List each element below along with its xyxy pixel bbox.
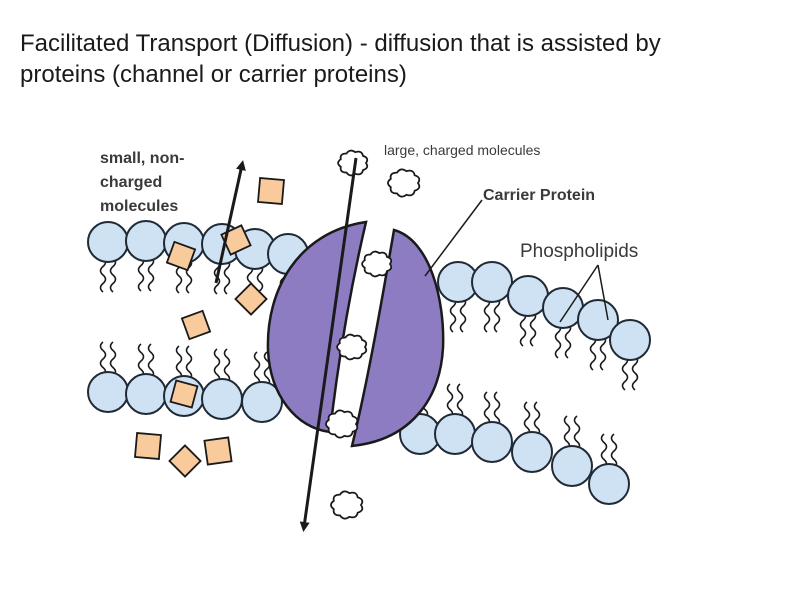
lipid-tail — [185, 258, 193, 294]
small-molecules-label-line-2: charged — [100, 174, 162, 191]
lipid-tail — [533, 401, 541, 437]
phospholipid-head — [125, 373, 167, 415]
phospholipid-head — [609, 319, 651, 361]
arrow-down-icon — [299, 157, 358, 532]
lipid-tail — [449, 297, 457, 333]
carrier-protein-right-half — [350, 228, 445, 448]
square-molecule-icon — [180, 309, 212, 341]
square-molecule-icon — [168, 444, 202, 478]
lipid-tail — [573, 415, 581, 451]
lipid-tail — [621, 355, 629, 391]
square-molecule-icon — [165, 240, 197, 272]
arrow-up-icon — [214, 160, 246, 284]
title-line-1: Facilitated Transport (Diffusion) - diff… — [20, 30, 661, 57]
phospholipid-head — [125, 220, 167, 262]
lipid-tail — [223, 259, 231, 295]
lipid-tail — [589, 335, 597, 371]
lipid-tail — [483, 297, 491, 333]
lipid-tail — [459, 297, 467, 333]
lipid-tail — [109, 341, 117, 377]
small-molecules-label-line-3: molecules — [100, 198, 178, 215]
lipid-tail — [493, 391, 501, 427]
lipid-tail — [564, 323, 572, 359]
phospholipid-head — [87, 371, 129, 413]
lipid-tail — [137, 343, 145, 379]
lipid-tail — [631, 355, 639, 391]
phospholipid-head — [542, 287, 584, 329]
title-line-2: proteins (channel or carrier proteins) — [20, 61, 407, 88]
lipid-tail — [599, 335, 607, 371]
slide-title: Facilitated Transport (Diffusion) - diff… — [20, 28, 780, 90]
phospholipid-head — [507, 275, 549, 317]
lipid-tail — [446, 383, 454, 419]
lipid-tail — [175, 345, 183, 381]
square-molecule-icon — [220, 224, 252, 256]
phospholipid-head — [511, 431, 553, 473]
phospholipids-label: Phospholipids — [520, 241, 638, 262]
phospholipid-head — [471, 421, 513, 463]
square-molecule-icon — [257, 177, 285, 205]
cloud-molecule-icon — [325, 409, 359, 439]
lipid-tail — [223, 348, 231, 384]
lipid-tail — [253, 351, 261, 387]
lipid-tail — [263, 351, 271, 387]
lipid-tail — [147, 343, 155, 379]
phospholipids-pointer-1 — [559, 264, 599, 323]
square-molecule-icon — [134, 432, 162, 460]
lipid-tail — [109, 257, 117, 293]
lipid-tail — [563, 415, 571, 451]
square-molecule-icon — [234, 282, 268, 316]
lipid-tail — [493, 297, 501, 333]
lipid-tail — [137, 256, 145, 292]
lipid-tail — [483, 391, 491, 427]
carrier-protein-pointer — [424, 199, 483, 277]
lipid-tail — [147, 256, 155, 292]
phospholipids-pointer-2 — [597, 264, 609, 321]
lipid-tail — [99, 341, 107, 377]
square-molecule-icon — [203, 436, 233, 466]
carrier-protein-label: Carrier Protein — [483, 187, 595, 204]
lipid-tail — [554, 323, 562, 359]
phospholipid-head — [577, 299, 619, 341]
cloud-molecule-icon — [387, 168, 421, 198]
lipid-tail — [610, 433, 618, 469]
lipid-tail — [213, 348, 221, 384]
cloud-molecule-icon — [361, 250, 393, 278]
lipid-tail — [99, 257, 107, 293]
phospholipid-head — [551, 445, 593, 487]
small-noncharged-molecules — [134, 177, 285, 478]
cloud-molecule-icon — [337, 149, 369, 177]
phospholipid-head — [588, 463, 630, 505]
phospholipid-head — [471, 261, 513, 303]
square-molecule-icon — [169, 379, 199, 409]
large-molecules-label: large, charged molecules — [384, 142, 540, 158]
carrier-protein-left-half — [266, 220, 368, 434]
large-charged-molecules — [325, 149, 421, 520]
lipid-tail — [519, 311, 527, 347]
small-molecules-label-line-1: small, non- — [100, 150, 184, 167]
lipid-tail — [529, 311, 537, 347]
phospholipid-head — [241, 381, 283, 423]
cloud-molecule-icon — [330, 490, 364, 520]
lipid-tail — [185, 345, 193, 381]
lipid-tail — [523, 401, 531, 437]
lipid-tail — [456, 383, 464, 419]
phospholipid-head — [434, 413, 476, 455]
lipid-tail — [600, 433, 608, 469]
phospholipid-head — [87, 221, 129, 263]
phospholipid-head — [201, 378, 243, 420]
cloud-molecule-icon — [336, 333, 368, 361]
